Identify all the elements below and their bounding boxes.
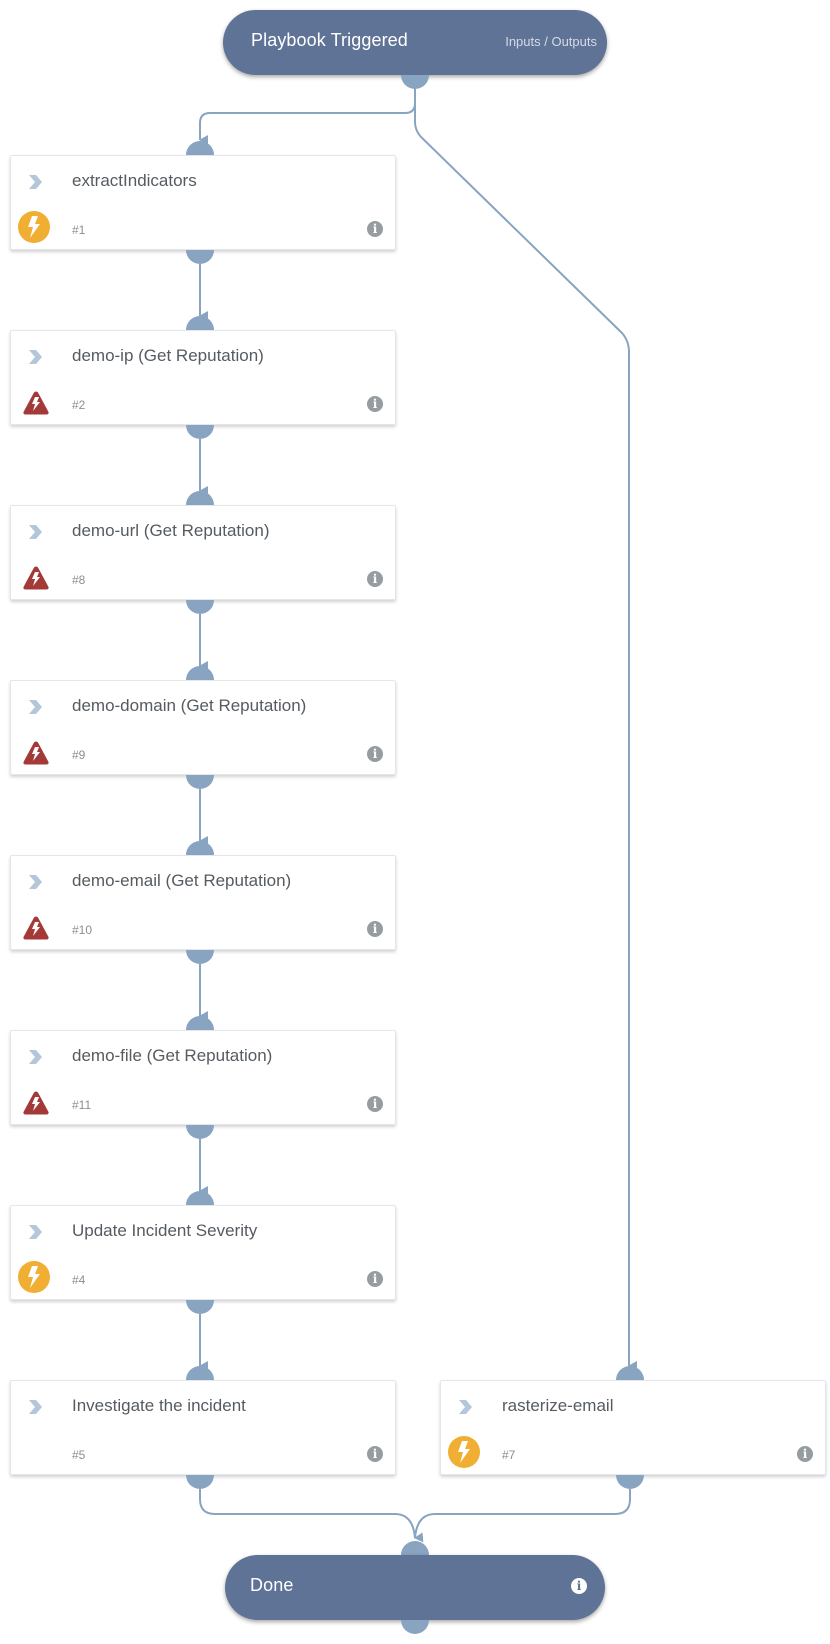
output-port[interactable] bbox=[186, 250, 214, 264]
task-id: #4 bbox=[72, 1273, 86, 1287]
info-icon[interactable]: i bbox=[367, 571, 383, 587]
bolt-circle-icon bbox=[448, 1436, 480, 1468]
output-port[interactable] bbox=[186, 1475, 214, 1489]
task-card-update-incident-severity[interactable]: Update Incident Severity #4 i bbox=[10, 1205, 396, 1300]
output-port[interactable] bbox=[186, 950, 214, 964]
task-name: demo-url (Get Reputation) bbox=[72, 521, 270, 540]
chevron-right-icon bbox=[29, 1400, 42, 1414]
task-id: #9 bbox=[72, 748, 86, 762]
chevron-right-icon bbox=[29, 175, 42, 189]
bolt-circle-icon bbox=[18, 211, 50, 243]
info-icon[interactable]: i bbox=[367, 221, 383, 237]
task-name: demo-ip (Get Reputation) bbox=[72, 346, 264, 365]
start-node-title: Playbook Triggered bbox=[251, 30, 408, 50]
output-port[interactable] bbox=[186, 775, 214, 789]
input-port[interactable] bbox=[401, 1541, 429, 1555]
chevron-right-icon bbox=[29, 700, 42, 714]
task-name: demo-file (Get Reputation) bbox=[72, 1046, 273, 1065]
task-id: #5 bbox=[72, 1448, 86, 1462]
task-card-demo-url[interactable]: demo-url (Get Reputation) #8 i bbox=[10, 505, 396, 600]
input-port[interactable] bbox=[616, 1366, 644, 1380]
task-id: #2 bbox=[72, 398, 86, 412]
input-port[interactable] bbox=[186, 1016, 214, 1030]
input-port[interactable] bbox=[186, 491, 214, 505]
output-port[interactable] bbox=[186, 1125, 214, 1139]
chevron-right-icon bbox=[29, 1225, 42, 1239]
warning-bolt-icon bbox=[23, 391, 49, 415]
task-name: demo-email (Get Reputation) bbox=[72, 871, 292, 890]
output-port[interactable] bbox=[401, 1620, 429, 1634]
end-node-title: Done bbox=[250, 1575, 294, 1595]
info-icon[interactable]: i bbox=[367, 1446, 383, 1462]
task-card-demo-ip[interactable]: demo-ip (Get Reputation) #2 i bbox=[10, 330, 396, 425]
task-name: demo-domain (Get Reputation) bbox=[72, 696, 307, 715]
info-icon[interactable]: i bbox=[367, 746, 383, 762]
end-node-done[interactable]: Done i bbox=[225, 1555, 605, 1620]
task-name: extractIndicators bbox=[72, 171, 197, 190]
task-id: #7 bbox=[502, 1448, 516, 1462]
input-port[interactable] bbox=[186, 1366, 214, 1380]
task-card-extractindicators[interactable]: extractIndicators #1 i bbox=[10, 155, 396, 250]
task-card-demo-domain[interactable]: demo-domain (Get Reputation) #9 i bbox=[10, 680, 396, 775]
info-icon[interactable]: i bbox=[797, 1446, 813, 1462]
info-icon[interactable]: i bbox=[571, 1578, 587, 1594]
chevron-right-icon bbox=[459, 1400, 472, 1414]
task-id: #8 bbox=[72, 573, 86, 587]
output-port[interactable] bbox=[401, 75, 429, 89]
output-port[interactable] bbox=[186, 425, 214, 439]
warning-bolt-icon bbox=[23, 741, 49, 765]
input-port[interactable] bbox=[186, 316, 214, 330]
warning-bolt-icon bbox=[23, 1091, 49, 1115]
task-id: #10 bbox=[72, 923, 93, 937]
task-name: Investigate the incident bbox=[72, 1396, 246, 1415]
task-name: Update Incident Severity bbox=[72, 1221, 258, 1240]
output-port[interactable] bbox=[616, 1475, 644, 1489]
warning-bolt-icon bbox=[23, 916, 49, 940]
task-id: #11 bbox=[72, 1098, 92, 1112]
input-port[interactable] bbox=[186, 666, 214, 680]
inputs-outputs-link[interactable]: Inputs / Outputs bbox=[505, 34, 597, 49]
output-port[interactable] bbox=[186, 600, 214, 614]
info-icon[interactable]: i bbox=[367, 396, 383, 412]
chevron-right-icon bbox=[29, 350, 42, 364]
task-card-demo-email[interactable]: demo-email (Get Reputation) #10 i bbox=[10, 855, 396, 950]
task-name: rasterize-email bbox=[502, 1396, 614, 1415]
info-icon[interactable]: i bbox=[367, 921, 383, 937]
info-icon[interactable]: i bbox=[367, 1096, 383, 1112]
output-port[interactable] bbox=[186, 1300, 214, 1314]
start-node-playbook-triggered[interactable]: Playbook Triggered Inputs / Outputs bbox=[223, 10, 607, 75]
input-port[interactable] bbox=[186, 841, 214, 855]
task-card-demo-file[interactable]: demo-file (Get Reputation) #11 i bbox=[10, 1030, 396, 1125]
warning-bolt-icon bbox=[23, 566, 49, 590]
chevron-right-icon bbox=[29, 875, 42, 889]
input-port[interactable] bbox=[186, 1191, 214, 1205]
bolt-circle-icon bbox=[18, 1261, 50, 1293]
info-icon[interactable]: i bbox=[367, 1271, 383, 1287]
task-card-rasterize-email[interactable]: rasterize-email #7 i bbox=[440, 1380, 826, 1475]
chevron-right-icon bbox=[29, 1050, 42, 1064]
task-id: #1 bbox=[72, 223, 86, 237]
task-card-investigate-the-incident[interactable]: Investigate the incident #5 i bbox=[10, 1380, 396, 1475]
input-port[interactable] bbox=[186, 141, 214, 155]
chevron-right-icon bbox=[29, 525, 42, 539]
